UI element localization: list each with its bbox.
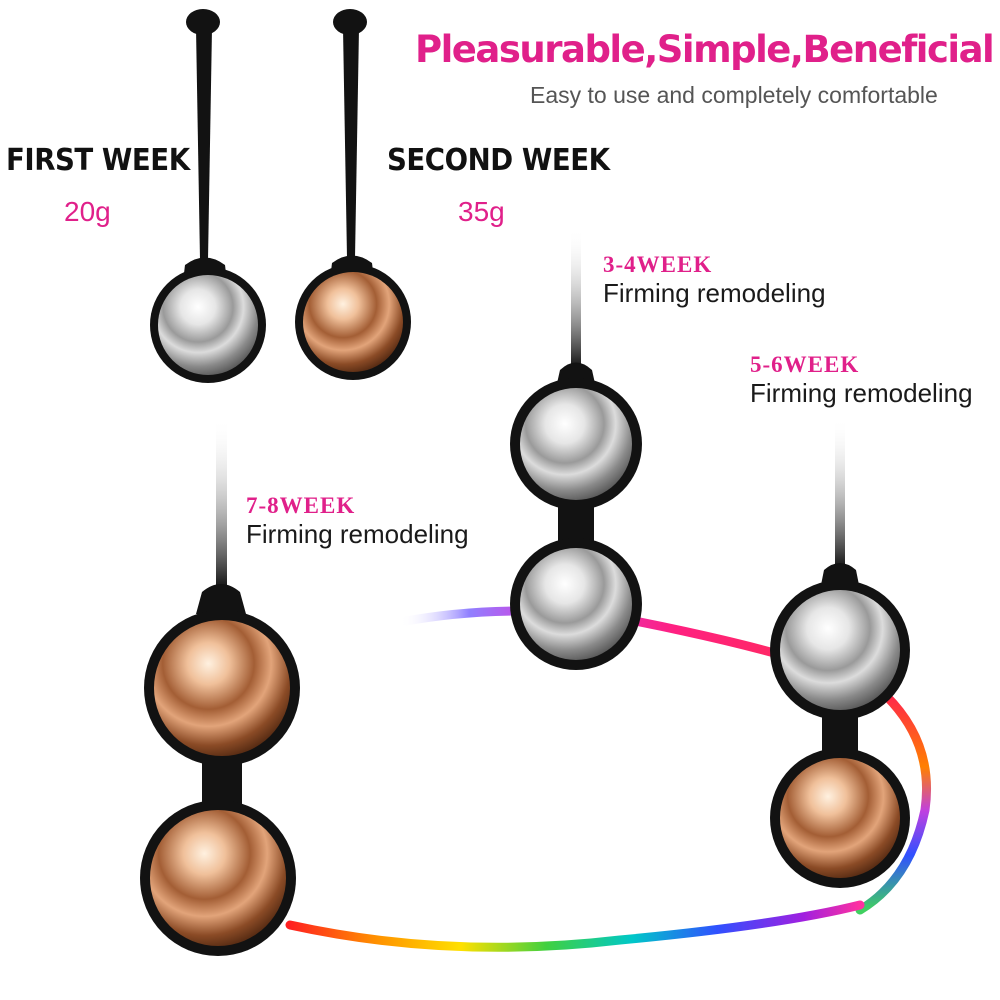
- second-week-weight: 35g: [458, 196, 505, 227]
- second-week-ball: [295, 9, 411, 380]
- subline: Easy to use and completely comfortable: [530, 82, 938, 108]
- second-week-title: SECOND WEEK: [387, 143, 610, 178]
- stage-5-6-balls: [770, 418, 910, 888]
- stage-3-4-title: 3-4WEEK: [603, 252, 713, 277]
- first-week-title: FIRST WEEK: [6, 143, 190, 178]
- stage-5-6-desc: Firming remodeling: [750, 378, 973, 408]
- first-week-ball: [150, 9, 266, 383]
- headline: Pleasurable,Simple,Beneficial: [415, 28, 995, 71]
- stage-7-8-desc: Firming remodeling: [246, 519, 469, 549]
- stage-7-8-balls: [140, 418, 300, 956]
- stage-3-4-balls: [510, 228, 642, 670]
- stage-7-8-title: 7-8WEEK: [246, 493, 356, 518]
- stage-5-6-title: 5-6WEEK: [750, 352, 860, 377]
- stage-3-4-desc: Firming remodeling: [603, 278, 826, 308]
- first-week-weight: 20g: [64, 196, 111, 227]
